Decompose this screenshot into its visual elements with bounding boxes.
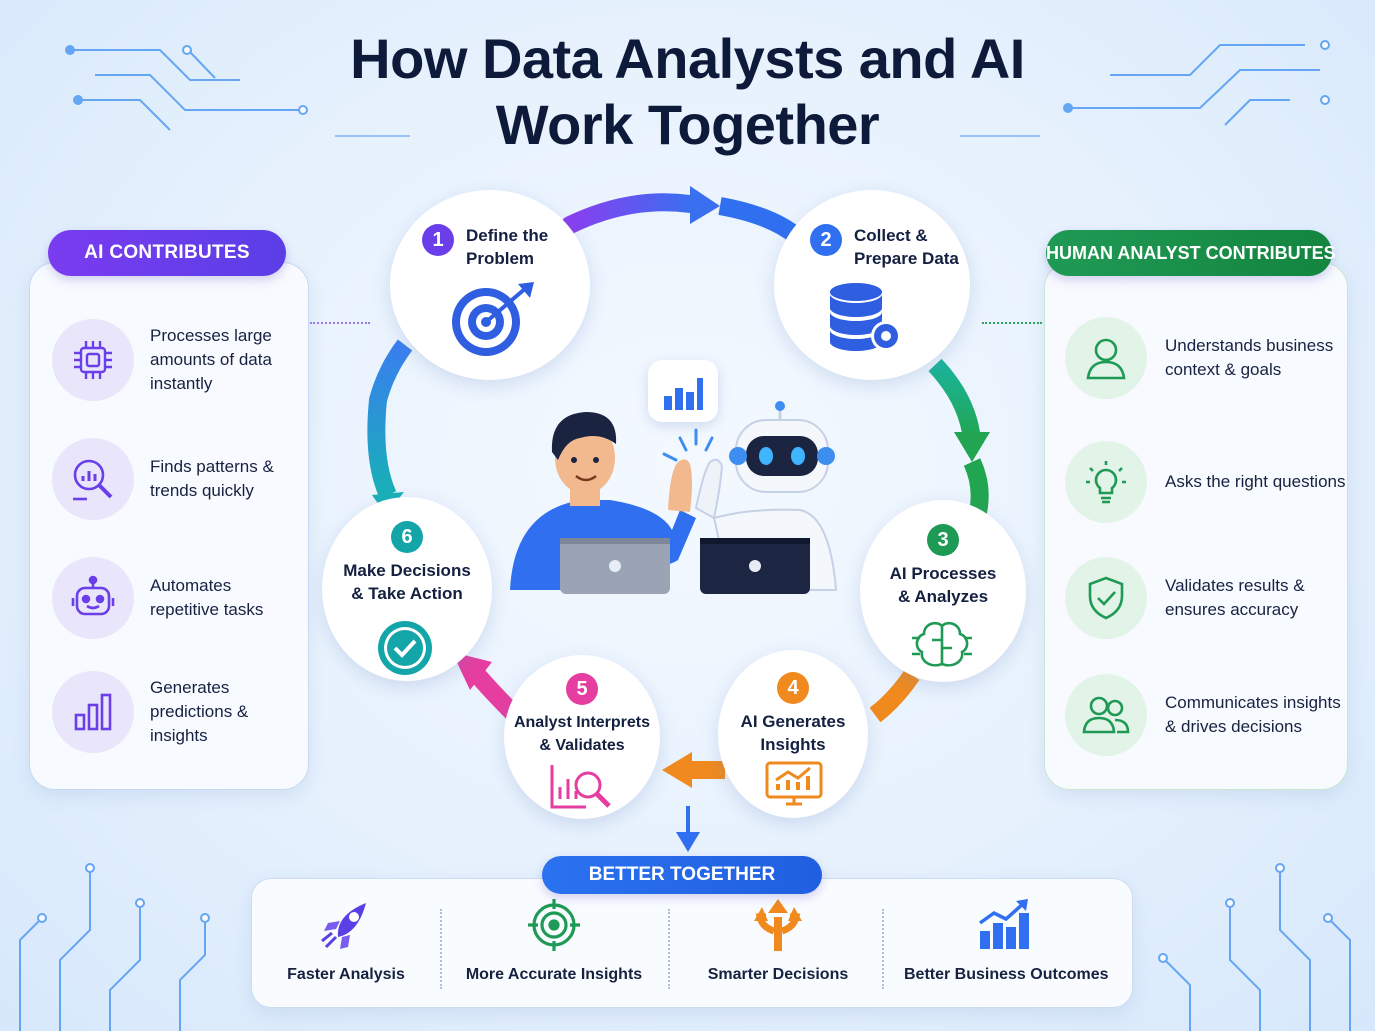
step-label: AI Generates [740,712,846,731]
step-number: 1 [422,224,454,256]
step-number: 4 [777,672,809,704]
step-label: Make Decisions [343,561,471,580]
step-label: AI Processes [889,564,997,583]
benefit-faster-analysis: Faster Analysis [276,897,416,984]
step-4-ai-generates: 4 AI Generates Insights [718,650,868,818]
step-number: 2 [810,224,842,256]
step-label: Prepare Data [854,249,959,268]
people-icon [1065,674,1147,756]
check-circle-icon [378,621,432,675]
ai-contributes-heading: AI CONTRIBUTES [48,230,286,276]
connector-dotted-left [310,322,370,324]
human-item: Understands business context & goals [1065,317,1355,399]
step-5-analyst-interprets: 5 Analyst Interprets & Validates [504,655,660,819]
ai-item-text: Finds patterns & trends quickly [150,457,274,500]
ai-item-text: Automates repetitive tasks [150,576,264,619]
lightbulb-icon [1065,441,1147,523]
rocket-icon [321,903,366,949]
target-icon [528,899,580,951]
ai-item: Processes large amounts of data instantl… [52,319,300,401]
analyst-robot-illustration [510,401,838,594]
step-label: Collect & [854,226,928,245]
benefit-label: Better Business Outcomes [904,966,1109,983]
chart-magnifier-icon [550,765,611,809]
benefit-label: Smarter Decisions [707,966,849,983]
person-icon [1065,317,1147,399]
human-contributes-heading: HUMAN ANALYST CONTRIBUTES [1046,230,1336,276]
divider [882,909,884,989]
step-2-collect-data: 2 Collect & Prepare Data [774,190,970,380]
step-label: Problem [466,249,535,268]
database-gear-icon [830,283,901,351]
benefit-accurate-insights: More Accurate Insights [464,897,644,984]
better-together-heading: BETTER TOGETHER [542,856,822,894]
ai-item-text: Generates predictions & insights [150,678,249,745]
growth-chart-icon [978,899,1029,949]
split-arrows-icon [754,899,802,951]
human-item-text: Asks the right questions [1165,472,1346,491]
step-label: & Analyzes [897,587,989,606]
target-icon [452,282,534,356]
benefit-label: Faster Analysis [287,966,405,983]
title-line-2: Work Together [495,93,880,156]
ai-item-text: Processes large amounts of data instantl… [150,326,272,393]
title-line-1: How Data Analysts and AI [350,27,1025,90]
divider [440,909,442,989]
monitor-chart-icon [765,761,823,806]
benefit-smarter-decisions: Smarter Decisions [698,897,858,984]
bar-chart-icon [664,378,703,410]
step-label: Analyst Interprets [513,714,651,731]
step-3-ai-processes: 3 AI Processes & Analyzes [860,500,1026,682]
human-contributes-panel: Understands business context & goals Ask… [1044,262,1348,790]
ai-contributes-panel: Processes large amounts of data instantl… [29,262,309,790]
human-item: Communicates insights & drives decisions [1065,674,1355,756]
step-number: 3 [927,524,959,556]
better-together-panel: Faster Analysis More Accurate Insights S… [251,878,1133,1008]
benefit-label: More Accurate Insights [465,966,643,983]
human-item: Asks the right questions [1065,441,1355,523]
step-label: & Take Action [351,584,463,603]
shield-check-icon [1065,557,1147,639]
step-1-define-problem: 1 Define the Problem [390,190,590,380]
human-item-text: Understands business context & goals [1165,336,1334,379]
connector-dotted-right [982,322,1042,324]
step-number: 6 [391,521,423,553]
chip-icon [52,319,134,401]
step-6-make-decisions: 6 Make Decisions & Take Action [322,497,492,681]
step-number: 5 [566,673,598,705]
ai-item: Automates repetitive tasks [52,557,300,639]
human-item: Validates results & ensures accuracy [1065,557,1355,639]
benefit-business-outcomes: Better Business Outcomes [904,897,1109,984]
divider [668,909,670,989]
step-label: Define the [466,226,549,245]
human-item-text: Validates results & ensures accuracy [1165,576,1305,619]
ai-item: Finds patterns & trends quickly [52,438,300,520]
magnifier-chart-icon [52,438,134,520]
step-label: & Validates [539,737,625,754]
center-badge [648,360,718,422]
step-label: Insights [760,735,826,754]
robot-face-icon [52,557,134,639]
ai-item: Generates predictions & insights [52,671,300,753]
page-title: How Data Analysts and AI Work Together [0,26,1375,158]
bar-chart-icon [52,671,134,753]
brain-circuit-icon [912,621,972,667]
human-item-text: Communicates insights & drives decisions [1165,693,1341,736]
